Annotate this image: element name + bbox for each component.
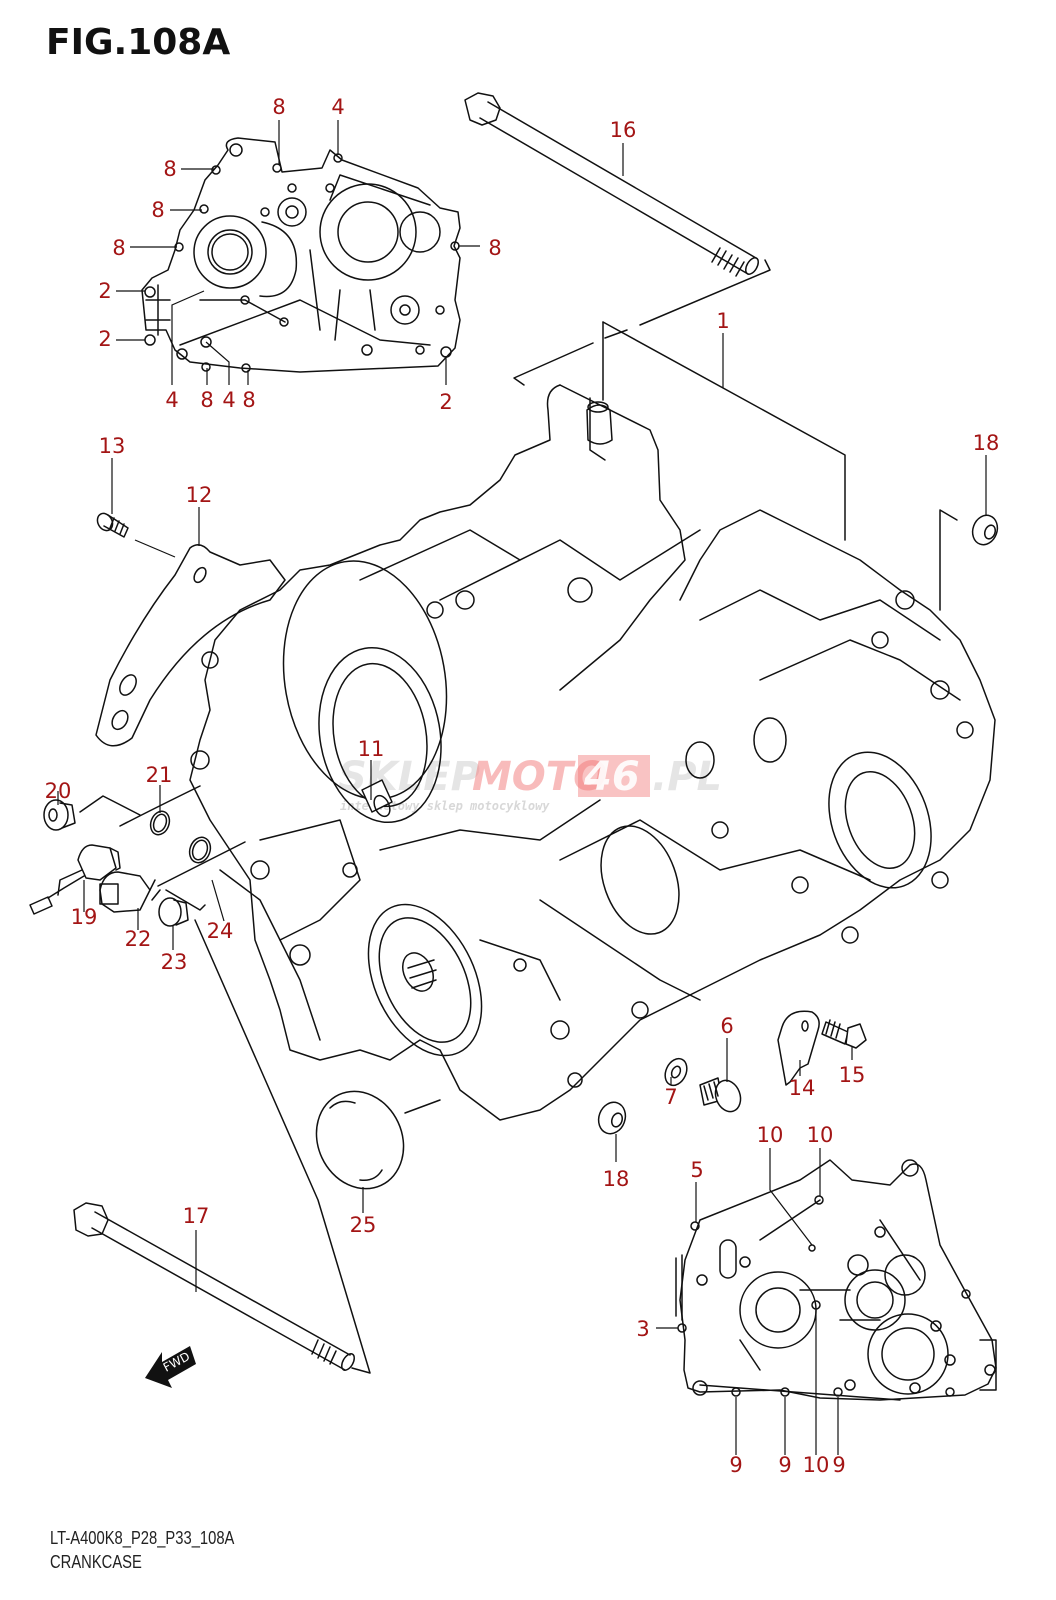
callout-12: 12	[186, 483, 213, 507]
part-12-bracket	[95, 544, 286, 747]
callout-labels: 8 4 8 8 8 8 2 2 4 8 4 8 2 16 1 13 18 12 …	[45, 95, 1000, 1477]
watermark-number-box	[578, 755, 650, 797]
callout-16: 16	[610, 118, 637, 142]
callout-20: 20	[45, 779, 72, 803]
crankcase-left-half-view	[116, 120, 480, 385]
callout-4: 4	[222, 388, 235, 412]
assembly-line-17	[194, 919, 371, 1374]
callout-4: 4	[331, 95, 344, 119]
watermark-brand-moto: MOTO	[472, 754, 607, 800]
part-18-nut-upper	[939, 509, 999, 611]
callout-14: 14	[789, 1076, 816, 1100]
callout-8: 8	[200, 388, 213, 412]
callout-10: 10	[807, 1123, 834, 1147]
callout-9: 9	[778, 1453, 791, 1477]
watermark-brand-sklep: SKLEP	[338, 754, 480, 800]
callout-10: 10	[803, 1453, 830, 1477]
callout-25: 25	[350, 1213, 377, 1237]
callout-6: 6	[720, 1014, 733, 1038]
callout-2: 2	[439, 390, 452, 414]
part-17-long-bolt	[73, 1202, 355, 1371]
part-22-sensor	[99, 841, 246, 913]
callout-18: 18	[603, 1167, 630, 1191]
watermark-brand-46: 46	[583, 754, 640, 800]
part-20-plug	[43, 795, 141, 831]
part-7-gasket	[664, 1057, 688, 1087]
part-23-plug	[158, 889, 206, 927]
watermark-brand-pl: .PL	[652, 754, 722, 800]
callout-9: 9	[832, 1453, 845, 1477]
callout-21: 21	[146, 763, 173, 787]
callout-3: 3	[636, 1317, 649, 1341]
callout-8: 8	[242, 388, 255, 412]
watermark: SKLEP MOTO 46 .PL internetowy sklep moto…	[338, 754, 722, 813]
crankcase-right-half-view	[656, 1148, 997, 1455]
callout-10: 10	[757, 1123, 784, 1147]
callout-2: 2	[98, 327, 111, 351]
callout-17: 17	[183, 1204, 210, 1228]
callout-11: 11	[358, 737, 385, 761]
part-16-long-bolt	[464, 92, 759, 277]
part-19-sensor	[29, 844, 121, 915]
part-24-o-ring	[188, 836, 212, 864]
part-15-bolt	[821, 1019, 867, 1049]
leader-lines	[57, 143, 987, 1292]
callout-1: 1	[716, 309, 729, 333]
callout-24: 24	[207, 919, 234, 943]
model-code: LT-A400K8_P28_P33_108A	[50, 1528, 235, 1548]
callout-5: 5	[690, 1158, 703, 1182]
callout-19: 19	[71, 905, 98, 929]
callout-8: 8	[163, 157, 176, 181]
watermark-tagline: internetowy sklep motocyklowy	[340, 799, 550, 813]
part-6-drain-plug	[699, 1077, 742, 1113]
fwd-direction-arrow: FWD	[145, 1346, 196, 1388]
part-14-plate	[777, 1010, 820, 1086]
part-21-o-ring	[119, 785, 201, 836]
callout-8: 8	[151, 198, 164, 222]
callout-18: 18	[973, 431, 1000, 455]
callout-13: 13	[99, 434, 126, 458]
part-13-bolt	[96, 512, 176, 558]
figure-name: CRANKCASE	[50, 1552, 142, 1572]
part-25-cap	[315, 1090, 441, 1190]
part-18-nut-lower	[597, 1101, 627, 1135]
callout-4: 4	[165, 388, 178, 412]
callout-9: 9	[729, 1453, 742, 1477]
callout-15: 15	[839, 1063, 866, 1087]
callout-8: 8	[488, 236, 501, 260]
figure-title: FIG.108A	[46, 22, 231, 63]
callout-22: 22	[125, 927, 152, 951]
callout-23: 23	[161, 950, 188, 974]
callout-7: 7	[664, 1085, 677, 1109]
part-1-crankcase	[189, 259, 996, 1121]
callout-8: 8	[112, 236, 125, 260]
callout-2: 2	[98, 279, 111, 303]
callout-8: 8	[272, 95, 285, 119]
